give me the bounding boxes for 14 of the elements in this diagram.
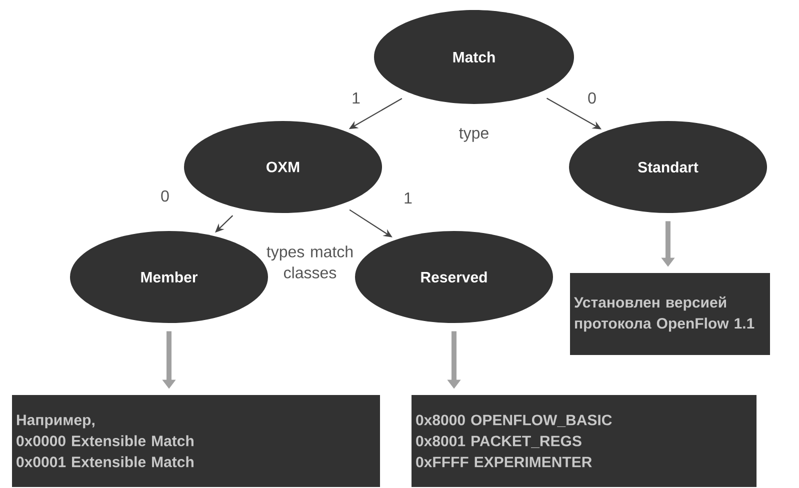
edge-label: 0: [161, 190, 169, 202]
ellipse-node: Member: [70, 231, 268, 323]
text-box: 0x8000 OPENFLOW_BASIC 0x8001 PACKET_REGS 0xFFFF EXPERIMENTER: [412, 395, 756, 487]
annotation-text: types match classes: [266, 246, 353, 278]
annotation-text: type: [459, 128, 488, 142]
ellipse-node: Match: [374, 10, 574, 104]
edge-label: 0: [588, 92, 596, 104]
edge-label: 1: [404, 192, 412, 204]
ellipse-node: Standart: [569, 121, 767, 213]
text-box: Установлен версией протокола OpenFlow 1.1: [570, 273, 770, 355]
ellipse-node: Reserved: [355, 231, 553, 323]
ellipse-node: OXM: [184, 121, 382, 213]
text-box: Например, 0x0000 Extensible Match 0x0001 Extensible Match: [12, 395, 380, 487]
edge-label: 1: [352, 92, 360, 104]
